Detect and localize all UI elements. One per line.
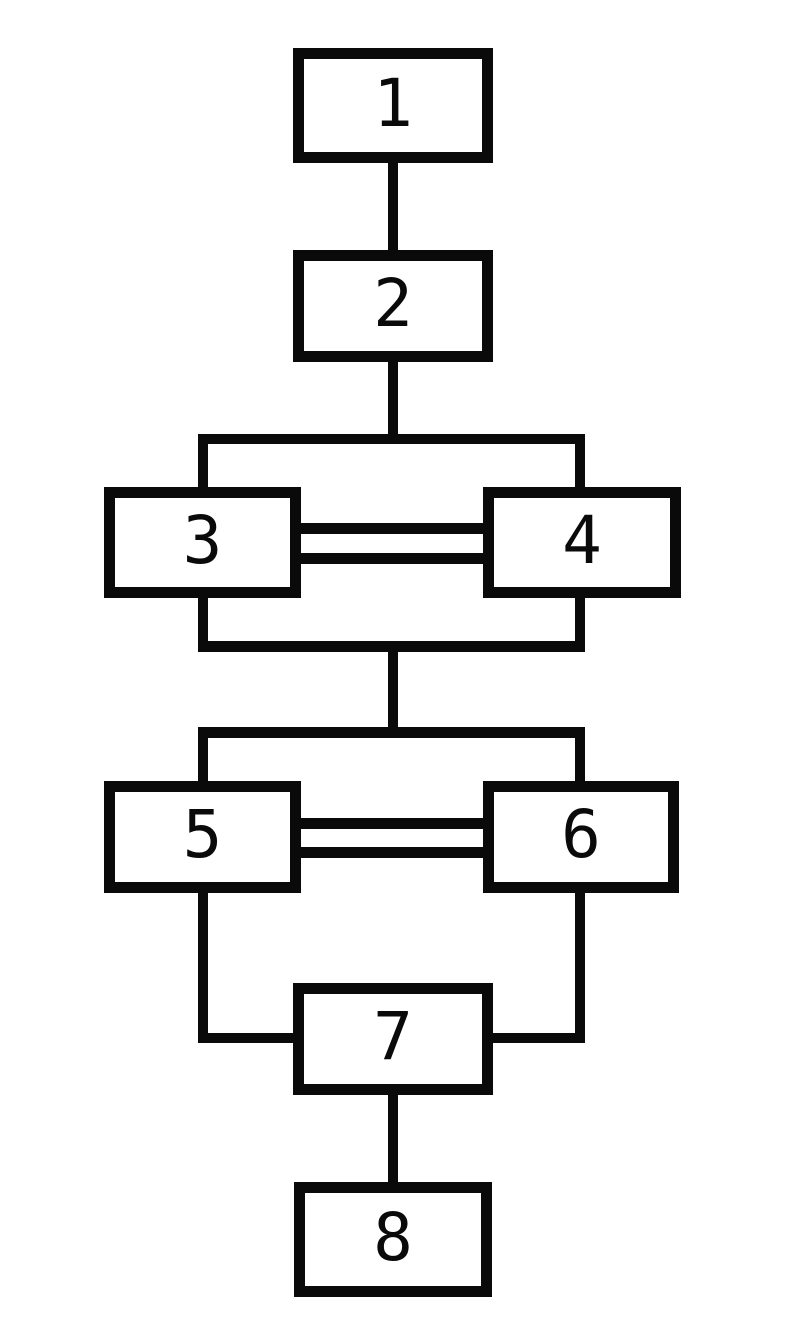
node-7-label: 7: [373, 998, 413, 1075]
node-3-label: 3: [182, 501, 223, 579]
connector-into-7-right: [484, 1033, 585, 1043]
connector-6-down: [575, 886, 585, 1043]
node-8: 8: [294, 1182, 492, 1297]
connector-into-7-left: [198, 1033, 303, 1043]
double-bar-5-6-lower: [300, 847, 484, 858]
connector-4-to-merge-bus: [575, 592, 585, 652]
lower-split-bus: [198, 727, 585, 738]
node-2-label: 2: [373, 265, 413, 342]
node-5: 5: [104, 781, 301, 893]
top-bus-to-4: [575, 434, 585, 492]
double-bar-3-4-lower: [300, 553, 484, 564]
connector-merge-to-split-bus: [388, 641, 398, 738]
connector-2-to-top-bus: [388, 355, 398, 440]
split-bus-to-5: [198, 727, 208, 785]
node-1-label: 1: [373, 64, 413, 142]
node-8-label: 8: [373, 1198, 413, 1276]
node-3: 3: [104, 487, 301, 598]
double-bar-3-4-upper: [300, 523, 484, 534]
top-bus-to-3: [198, 434, 208, 492]
split-bus-to-6: [575, 727, 585, 785]
connector-3-to-merge-bus: [198, 592, 208, 652]
top-split-bus: [198, 434, 585, 444]
double-bar-5-6-upper: [300, 818, 484, 829]
node-5-label: 5: [182, 796, 223, 873]
connector-7-to-8: [388, 1090, 398, 1187]
node-2: 2: [293, 250, 493, 362]
node-4: 4: [483, 487, 681, 598]
connector-5-down: [198, 886, 208, 1043]
node-4-label: 4: [562, 501, 602, 579]
node-6: 6: [483, 781, 679, 893]
connector-1-to-2: [388, 155, 398, 255]
node-1: 1: [293, 48, 493, 163]
node-7: 7: [293, 983, 493, 1095]
node-6-label: 6: [561, 796, 601, 873]
